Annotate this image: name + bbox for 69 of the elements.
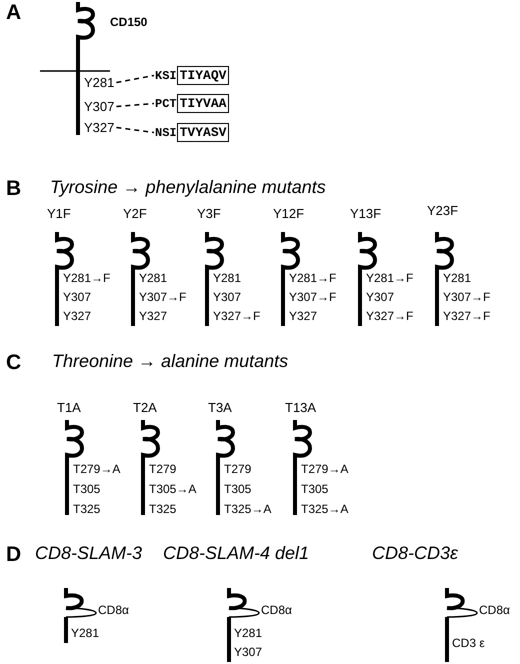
construct-name: Y2F <box>123 207 147 220</box>
dashed-connector <box>116 126 154 134</box>
sequence-box: TIYVAA <box>176 94 230 113</box>
residue-label: Y307 <box>63 291 92 303</box>
residue-label: Y281 <box>139 272 168 284</box>
residue-label: Y307→F <box>289 291 336 303</box>
protein-label: CD150 <box>110 16 148 28</box>
residue-label: T305 <box>73 483 100 495</box>
residue-label: Y327→F <box>213 310 260 322</box>
residue-label: T305 <box>301 483 328 495</box>
residue-label: T305→A <box>149 483 196 495</box>
residue-label: Y281 <box>213 272 242 284</box>
residue-label: Y327 <box>289 310 318 322</box>
residue-label: T325 <box>149 503 176 515</box>
residue-label: Y327→F <box>443 310 490 322</box>
residue-label: Y327 <box>84 121 114 134</box>
construct-name: T1A <box>57 401 81 414</box>
residue-label: CD8α <box>98 604 129 616</box>
panel-letter: A <box>6 2 22 23</box>
residue-label: Y307 <box>366 291 394 303</box>
panel-letter: B <box>6 178 22 199</box>
construct-name: T13A <box>285 401 316 414</box>
residue-label: Y307 <box>213 291 242 303</box>
panel-title: Threonine → alanine mutants <box>52 352 288 370</box>
panel-title: CD8-CD3ε <box>372 544 458 562</box>
panel-letter: C <box>6 352 22 373</box>
sequence-box: TIYAQV <box>176 66 230 85</box>
residue-label: T279 <box>224 463 252 475</box>
sequence-prefix: NSI <box>155 126 177 138</box>
residue-label: Y281→F <box>63 272 110 284</box>
residue-label: T325→A <box>224 503 272 515</box>
panel-title: CD8-SLAM-4 del1 <box>163 544 310 562</box>
residue-label: Y307 <box>84 100 114 113</box>
construct-name: Y23F <box>427 204 458 217</box>
dashed-connector <box>116 74 154 84</box>
construct-name: Y13F <box>350 207 382 220</box>
residue-label: T325 <box>73 503 100 515</box>
residue-label: Y281 <box>443 272 472 284</box>
residue-label: Y307→F <box>139 291 186 303</box>
construct-name: Y3F <box>197 207 221 220</box>
residue-label: CD3 ε <box>452 637 485 649</box>
sequence-prefix: PCT <box>155 98 177 110</box>
construct-name: Y1F <box>47 207 71 220</box>
sequence-box: TVYASV <box>176 123 230 142</box>
construct-name: T3A <box>208 401 232 414</box>
residue-label: Y307→F <box>443 291 490 303</box>
residue-label: Y327→F <box>366 310 414 322</box>
residue-label: Y281 <box>84 76 114 89</box>
residue-label: Y327 <box>139 310 168 322</box>
residue-label: Y281 <box>234 627 262 639</box>
residue-label: Y327 <box>63 310 92 322</box>
residue-label: T279→A <box>301 463 348 475</box>
residue-label: Y281→F <box>366 272 414 284</box>
panel-letter: D <box>6 544 22 565</box>
residue-label: T305 <box>224 483 252 495</box>
panel-title: CD8-SLAM-3 <box>35 544 142 562</box>
residue-label: Y307 <box>234 646 262 658</box>
panel-title: Tyrosine → phenylalanine mutants <box>50 178 326 196</box>
residue-label: CD8α <box>479 604 510 616</box>
residue-label: T325→A <box>301 503 348 515</box>
residue-label: CD8α <box>261 604 292 616</box>
sequence-prefix: KSI <box>155 70 177 82</box>
construct-name: Y12F <box>273 207 304 220</box>
dashed-connector <box>116 102 154 108</box>
residue-label: T279 <box>149 463 176 475</box>
construct-name: T2A <box>133 401 157 414</box>
residue-label: T279→A <box>73 463 120 475</box>
residue-label: Y281→F <box>289 272 336 284</box>
residue-label: Y281 <box>71 627 100 639</box>
